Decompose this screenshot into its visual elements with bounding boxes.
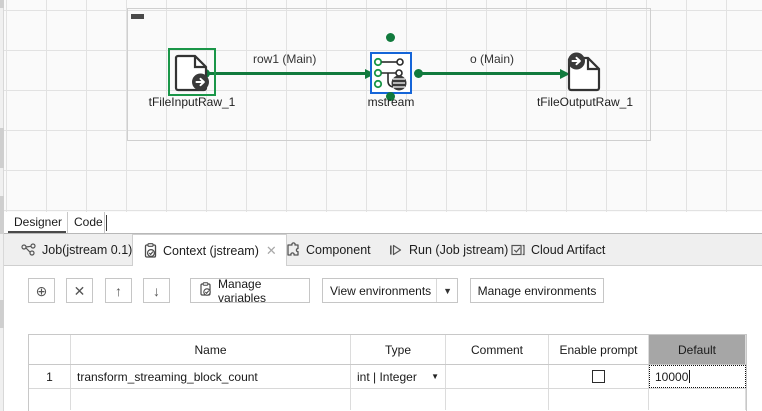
view-tab-bar: Job(jstream 0.1) Context (jstream) ✕ Com… xyxy=(4,234,762,266)
tab-job-jstream[interactable]: Job(jstream 0.1) xyxy=(12,234,141,265)
add-variable-button[interactable]: ⊕ xyxy=(28,278,55,303)
empty-cell xyxy=(71,389,351,410)
cell-enable-prompt[interactable] xyxy=(549,365,649,388)
job-icon xyxy=(21,242,37,258)
table-empty-row[interactable] xyxy=(29,389,746,410)
tab-job-jstream-label: Job(jstream 0.1) xyxy=(42,242,133,257)
cell-type[interactable]: int | Integer ▼ xyxy=(351,365,446,388)
cloud-artifact-icon xyxy=(510,242,526,258)
tmap-icon xyxy=(372,54,410,95)
job-designer-canvas[interactable]: row1 (Main) o (Main) tFileInputRaw_1 xyxy=(0,0,762,212)
tab-designer[interactable]: Designer xyxy=(8,212,66,233)
tab-context-jstream-label: Context (jstream) xyxy=(163,243,259,258)
arrow-down-icon: ↓ xyxy=(153,282,160,299)
arrow-up-icon: ↑ xyxy=(115,282,122,299)
node-label: mstream xyxy=(367,95,415,109)
manage-environments-button[interactable]: Manage environments xyxy=(470,278,604,303)
tab-strip-caret xyxy=(106,215,107,231)
column-header-name[interactable]: Name xyxy=(71,335,351,364)
subjob-frame[interactable] xyxy=(127,8,651,141)
tab-context-jstream[interactable]: Context (jstream) ✕ xyxy=(132,234,287,266)
subjob-collapse-handle[interactable] xyxy=(131,14,144,19)
component-icon xyxy=(285,242,301,258)
cell-name[interactable]: transform_streaming_block_count xyxy=(71,365,351,388)
column-header-comment[interactable]: Comment xyxy=(446,335,549,364)
empty-cell xyxy=(649,389,746,410)
context-toolbar: ⊕ ✕ ↑ ↓ Manage variables View environmen… xyxy=(4,266,762,324)
chevron-down-icon[interactable]: ▼ xyxy=(431,372,439,381)
empty-cell xyxy=(351,389,446,410)
move-up-button[interactable]: ↑ xyxy=(105,278,132,303)
file-output-icon xyxy=(565,52,605,92)
file-input-icon xyxy=(172,52,212,92)
tab-code-label: Code xyxy=(74,215,103,229)
text-cursor xyxy=(689,370,691,383)
manage-variables-icon xyxy=(199,281,213,300)
row-index: 1 xyxy=(29,365,71,388)
window-left-edge xyxy=(0,0,4,411)
context-icon xyxy=(142,242,158,259)
connection-arrow xyxy=(560,68,570,79)
node-handle-bottom[interactable] xyxy=(386,92,395,101)
chevron-down-icon: ▼ xyxy=(436,279,452,302)
tab-cloud-artifact-label: Cloud Artifact xyxy=(531,242,606,257)
manage-environments-label: Manage environments xyxy=(477,283,597,298)
node-handle-top[interactable] xyxy=(386,33,395,42)
editor-tab-strip: Designer Code xyxy=(4,212,762,234)
cell-default-input[interactable]: 10000 xyxy=(649,365,746,388)
node-selection-border xyxy=(168,48,216,96)
manage-variables-button[interactable]: Manage variables xyxy=(190,276,310,305)
cell-type-value: int | Integer xyxy=(357,369,417,384)
cell-default-value: 10000 xyxy=(655,369,689,384)
view-environments-label: View environments xyxy=(330,283,432,298)
plus-circle-icon: ⊕ xyxy=(35,282,48,299)
node-label: tFileOutputRaw_1 xyxy=(536,95,634,109)
node-mstream[interactable]: mstream xyxy=(368,33,414,109)
column-header-type[interactable]: Type xyxy=(351,335,446,364)
close-icon[interactable]: ✕ xyxy=(265,242,277,258)
connection-label-row1: row1 (Main) xyxy=(253,52,317,66)
connection-label-o: o (Main) xyxy=(470,52,515,66)
cell-comment[interactable] xyxy=(446,365,549,388)
run-icon xyxy=(388,242,404,258)
node-tfileoutputraw-1[interactable]: tFileOutputRaw_1 xyxy=(537,52,633,109)
empty-cell xyxy=(446,389,549,410)
tab-component[interactable]: Component xyxy=(276,234,380,265)
tab-run-job-jstream-label: Run (Job jstream) xyxy=(409,242,509,257)
move-down-button[interactable]: ↓ xyxy=(143,278,170,303)
tab-designer-label: Designer xyxy=(14,215,63,229)
delete-variable-button[interactable]: ✕ xyxy=(66,278,93,303)
context-variables-table[interactable]: Name Type Comment Enable prompt Default … xyxy=(28,334,747,411)
enable-prompt-checkbox[interactable] xyxy=(592,370,605,383)
node-label: tFileInputRaw_1 xyxy=(148,95,236,109)
tab-code[interactable]: Code xyxy=(67,212,105,233)
tab-cloud-artifact[interactable]: Cloud Artifact xyxy=(501,234,614,265)
empty-cell xyxy=(29,389,71,410)
table-row[interactable]: 1 transform_streaming_block_count int | … xyxy=(29,365,746,389)
empty-cell xyxy=(549,389,649,410)
tab-run-job-jstream[interactable]: Run (Job jstream) xyxy=(379,234,517,265)
column-header-default[interactable]: Default xyxy=(649,335,746,364)
manage-variables-label: Manage variables xyxy=(218,276,267,305)
tab-component-label: Component xyxy=(306,242,371,257)
table-header-row: Name Type Comment Enable prompt Default xyxy=(29,335,746,365)
column-header-index[interactable] xyxy=(29,335,71,364)
cross-icon: ✕ xyxy=(73,282,86,299)
view-environments-select[interactable]: View environments ▼ xyxy=(322,278,458,303)
column-header-enable-prompt[interactable]: Enable prompt xyxy=(549,335,649,364)
node-tfileinputraw-1[interactable]: tFileInputRaw_1 xyxy=(149,48,235,109)
